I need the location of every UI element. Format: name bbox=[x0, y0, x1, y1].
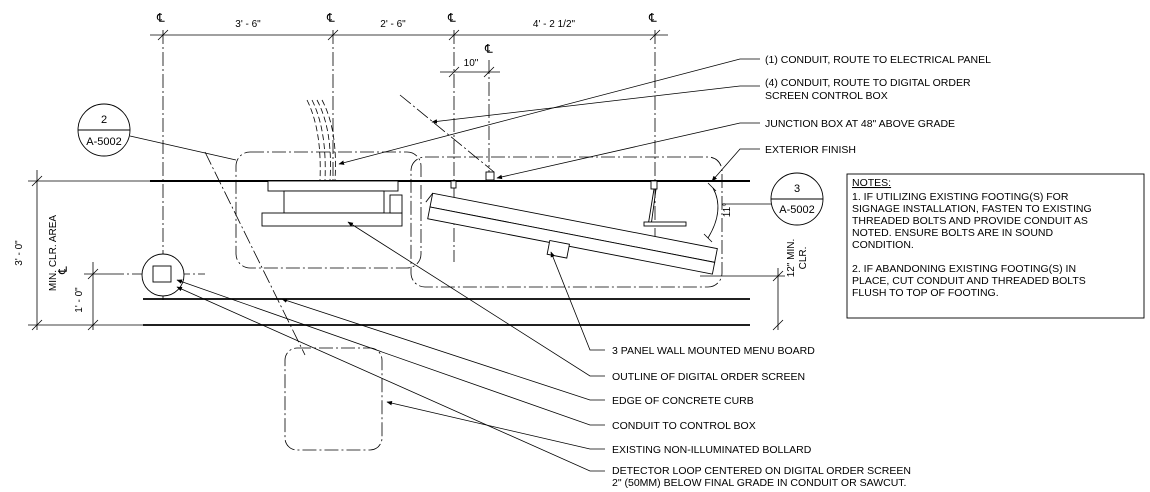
dim-3-6: 3' - 6" bbox=[235, 19, 261, 30]
junction-box bbox=[485, 171, 495, 181]
bubble-2-sheet: A-5002 bbox=[86, 136, 121, 148]
centerlines bbox=[110, 30, 656, 300]
order-screen-body bbox=[283, 190, 385, 214]
callout-junction-box: JUNCTION BOX AT 48" ABOVE GRADE bbox=[765, 118, 955, 130]
callout-detector-loop-line1: DETECTOR LOOP CENTERED ON DIGITAL ORDER … bbox=[612, 465, 911, 477]
dim-12-min: 12" MIN. bbox=[786, 239, 797, 278]
conduit-diagonals bbox=[204, 94, 495, 356]
order-screen-base bbox=[261, 180, 403, 227]
angle-arc bbox=[707, 187, 719, 239]
centerline-symbols: ℄ ℄ ℄ ℄ ℄ ℄ bbox=[56, 11, 657, 275]
dim-10in: 10" bbox=[464, 58, 479, 69]
notes-line-2: SIGNAGE INSTALLATION, FASTEN TO EXISTING bbox=[852, 203, 1092, 215]
right-clearance-dim bbox=[700, 268, 785, 331]
cl-symbol-bollard: ℄ bbox=[56, 266, 70, 275]
order-screen-side-block bbox=[389, 194, 403, 214]
callout-leaders-right bbox=[338, 58, 760, 182]
left-dimensions bbox=[28, 170, 150, 331]
notes-line-5: CONDITION. bbox=[852, 239, 914, 251]
callout-menu-board: 3 PANEL WALL MOUNTED MENU BOARD bbox=[612, 345, 815, 357]
callout-electrical-panel: (1) CONDUIT, ROUTE TO ELECTRICAL PANEL bbox=[765, 54, 991, 66]
dim-angle: 11° bbox=[722, 203, 733, 217]
section-bubble-3: 3 A-5002 bbox=[722, 172, 824, 226]
callout-leaders-bottom bbox=[176, 221, 605, 472]
dim-4-2-half: 4' - 2 1/2" bbox=[533, 19, 576, 30]
wall-lines bbox=[143, 180, 750, 326]
notes-box: NOTES: 1. IF UTILIZING EXISTING FOOTING(… bbox=[846, 173, 1145, 319]
order-screen-top-plate bbox=[267, 180, 399, 192]
bubble-2-number: 2 bbox=[101, 114, 107, 126]
cl-symbol-2: ℄ bbox=[326, 11, 335, 25]
cl-symbol-4: ℄ bbox=[648, 11, 657, 25]
order-screen-outline-upper bbox=[235, 151, 422, 269]
conduit-to-jbox bbox=[399, 94, 495, 173]
order-screen-bottom-plate bbox=[261, 212, 403, 227]
menu-board-supports bbox=[450, 180, 687, 227]
notes-title: NOTES: bbox=[852, 177, 891, 189]
menu-board bbox=[425, 192, 718, 275]
callout-bollard: EXISTING NON-ILLUMINATED BOLLARD bbox=[612, 444, 812, 456]
notes-line-7: 2. IF ABANDONING EXISTING FOOTING(S) IN bbox=[852, 263, 1076, 275]
cl-symbol-3: ℄ bbox=[447, 11, 456, 25]
callout-concrete-curb: EDGE OF CONCRETE CURB bbox=[612, 395, 754, 407]
bubble-3-sheet: A-5002 bbox=[779, 204, 814, 216]
dim-2-6: 2' - 6" bbox=[380, 19, 406, 30]
notes-line-9: FLUSH TO TOP OF FOOTING. bbox=[852, 287, 999, 299]
callout-order-screen-outline: OUTLINE OF DIGITAL ORDER SCREEN bbox=[612, 371, 805, 383]
dim-3-0: 3' - 0" bbox=[14, 240, 25, 266]
notes-line-8: PLACE, CUT CONDUIT AND THREADED BOLTS bbox=[852, 275, 1086, 287]
detector-loop-outline bbox=[284, 347, 383, 451]
dim-clr: CLR. bbox=[798, 247, 809, 270]
callout-control-box-line1: (4) CONDUIT, ROUTE TO DIGITAL ORDER bbox=[765, 77, 971, 89]
section-bubble-2: 2 A-5002 bbox=[77, 103, 237, 161]
cl-symbol-1: ℄ bbox=[156, 11, 165, 25]
menu-board-base bbox=[427, 206, 716, 275]
dim-1-0: 1' - 0" bbox=[74, 287, 85, 313]
top-dimensions bbox=[150, 29, 668, 78]
callout-conduit-control-box: CONDUIT TO CONTROL BOX bbox=[612, 420, 756, 432]
callout-control-box-line2: SCREEN CONTROL BOX bbox=[765, 90, 888, 102]
bollard-core bbox=[152, 265, 172, 283]
bollard bbox=[141, 253, 185, 297]
bubble-3-number: 3 bbox=[794, 183, 800, 195]
cl-symbol-offset: ℄ bbox=[484, 42, 493, 56]
menu-board-outline bbox=[410, 156, 723, 288]
notes-line-1: 1. IF UTILIZING EXISTING FOOTING(S) FOR bbox=[852, 191, 1069, 203]
notes-line-4: NOTED. ENSURE BOLTS ARE IN SOUND bbox=[852, 227, 1054, 239]
callout-detector-loop-line2: 2" (50MM) BELOW FINAL GRADE IN CONDUIT O… bbox=[612, 477, 906, 489]
callout-exterior-finish: EXTERIOR FINISH bbox=[765, 144, 856, 156]
order-screen-outline bbox=[235, 151, 723, 451]
notes-line-3: THREADED BOLTS AND PROVIDE CONDUIT AS bbox=[852, 215, 1088, 227]
dim-min-clr-area: MIN. CLR. AREA bbox=[48, 215, 59, 291]
conduit-to-control-box bbox=[204, 151, 306, 356]
conduit-sweeps bbox=[306, 99, 336, 181]
